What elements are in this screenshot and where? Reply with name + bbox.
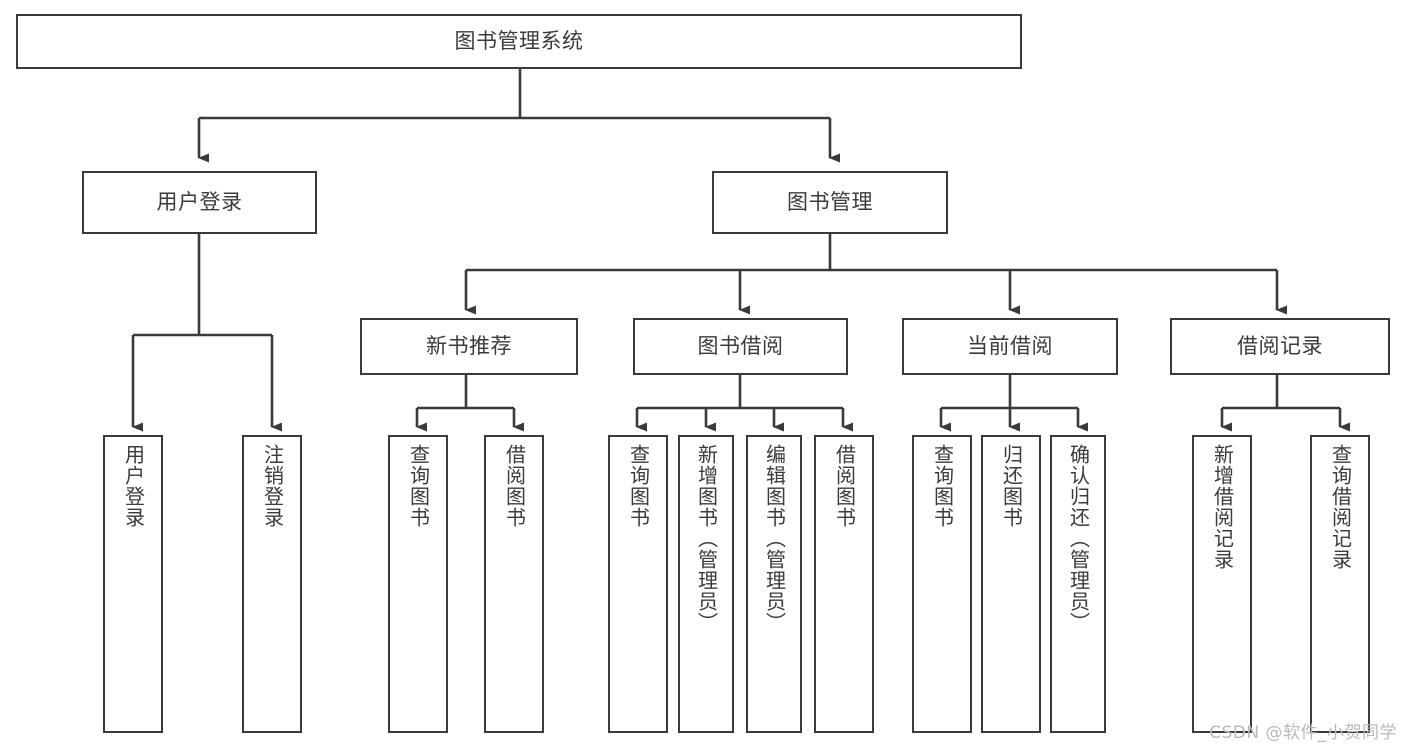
leaf-newbook-borrow-books-label: 借阅图书	[502, 444, 527, 528]
leaf-records-add-record-label: 新增借阅记录	[1210, 444, 1235, 570]
leaf-borrow-add-book-admin-label: 新增图书（管理员）	[694, 444, 719, 633]
leaf-newbook-search-books-label: 查询图书	[406, 444, 431, 528]
leaf-records-query-record[interactable]: 查询借阅记录	[1310, 435, 1370, 733]
leaf-current-search-books-label: 查询图书	[930, 444, 955, 528]
leaf-records-query-record-label: 查询借阅记录	[1328, 444, 1353, 570]
node-user-login-label: 用户登录	[156, 189, 243, 214]
leaf-borrow-edit-book-admin-label: 编辑图书（管理员）	[762, 444, 787, 633]
node-current-borrow-label: 当前借阅	[967, 333, 1053, 358]
leaf-user-logout[interactable]: 注销登录	[242, 435, 302, 733]
csdn-watermark: CSDN @软件_小贺同学	[1209, 723, 1397, 743]
node-new-book-recommend[interactable]: 新书推荐	[360, 318, 578, 375]
node-book-borrow[interactable]: 图书借阅	[633, 318, 848, 375]
node-root[interactable]: 图书管理系统	[16, 14, 1022, 69]
node-book-borrow-label: 图书借阅	[697, 333, 784, 358]
node-book-manage[interactable]: 图书管理	[712, 171, 948, 234]
node-current-borrow[interactable]: 当前借阅	[902, 318, 1118, 375]
leaf-current-confirm-return-admin[interactable]: 确认归还（管理员）	[1050, 435, 1106, 733]
leaf-records-add-record[interactable]: 新增借阅记录	[1192, 435, 1252, 733]
node-borrow-records-label: 借阅记录	[1237, 333, 1323, 358]
leaf-current-confirm-return-admin-label: 确认归还（管理员）	[1066, 444, 1091, 633]
leaf-borrow-search-books-label: 查询图书	[626, 444, 651, 528]
leaf-newbook-search-books[interactable]: 查询图书	[388, 435, 448, 733]
leaf-user-login-query-label: 用户登录	[121, 444, 146, 528]
leaf-current-return-books-label: 归还图书	[999, 444, 1024, 528]
leaf-borrow-borrow-books[interactable]: 借阅图书	[814, 435, 874, 733]
leaf-borrow-search-books[interactable]: 查询图书	[608, 435, 668, 733]
node-root-label: 图书管理系统	[454, 28, 584, 53]
leaf-borrow-add-book-admin[interactable]: 新增图书（管理员）	[678, 435, 734, 733]
leaf-newbook-borrow-books[interactable]: 借阅图书	[484, 435, 544, 733]
leaf-current-return-books[interactable]: 归还图书	[981, 435, 1041, 733]
leaf-borrow-edit-book-admin[interactable]: 编辑图书（管理员）	[746, 435, 802, 733]
node-user-login[interactable]: 用户登录	[82, 171, 317, 234]
node-new-book-recommend-label: 新书推荐	[426, 333, 512, 358]
leaf-current-search-books[interactable]: 查询图书	[912, 435, 972, 733]
leaf-user-login-query[interactable]: 用户登录	[103, 435, 163, 733]
node-borrow-records[interactable]: 借阅记录	[1170, 318, 1390, 375]
leaf-user-logout-label: 注销登录	[260, 444, 285, 528]
node-book-manage-label: 图书管理	[787, 189, 873, 214]
leaf-borrow-borrow-books-label: 借阅图书	[832, 444, 857, 528]
